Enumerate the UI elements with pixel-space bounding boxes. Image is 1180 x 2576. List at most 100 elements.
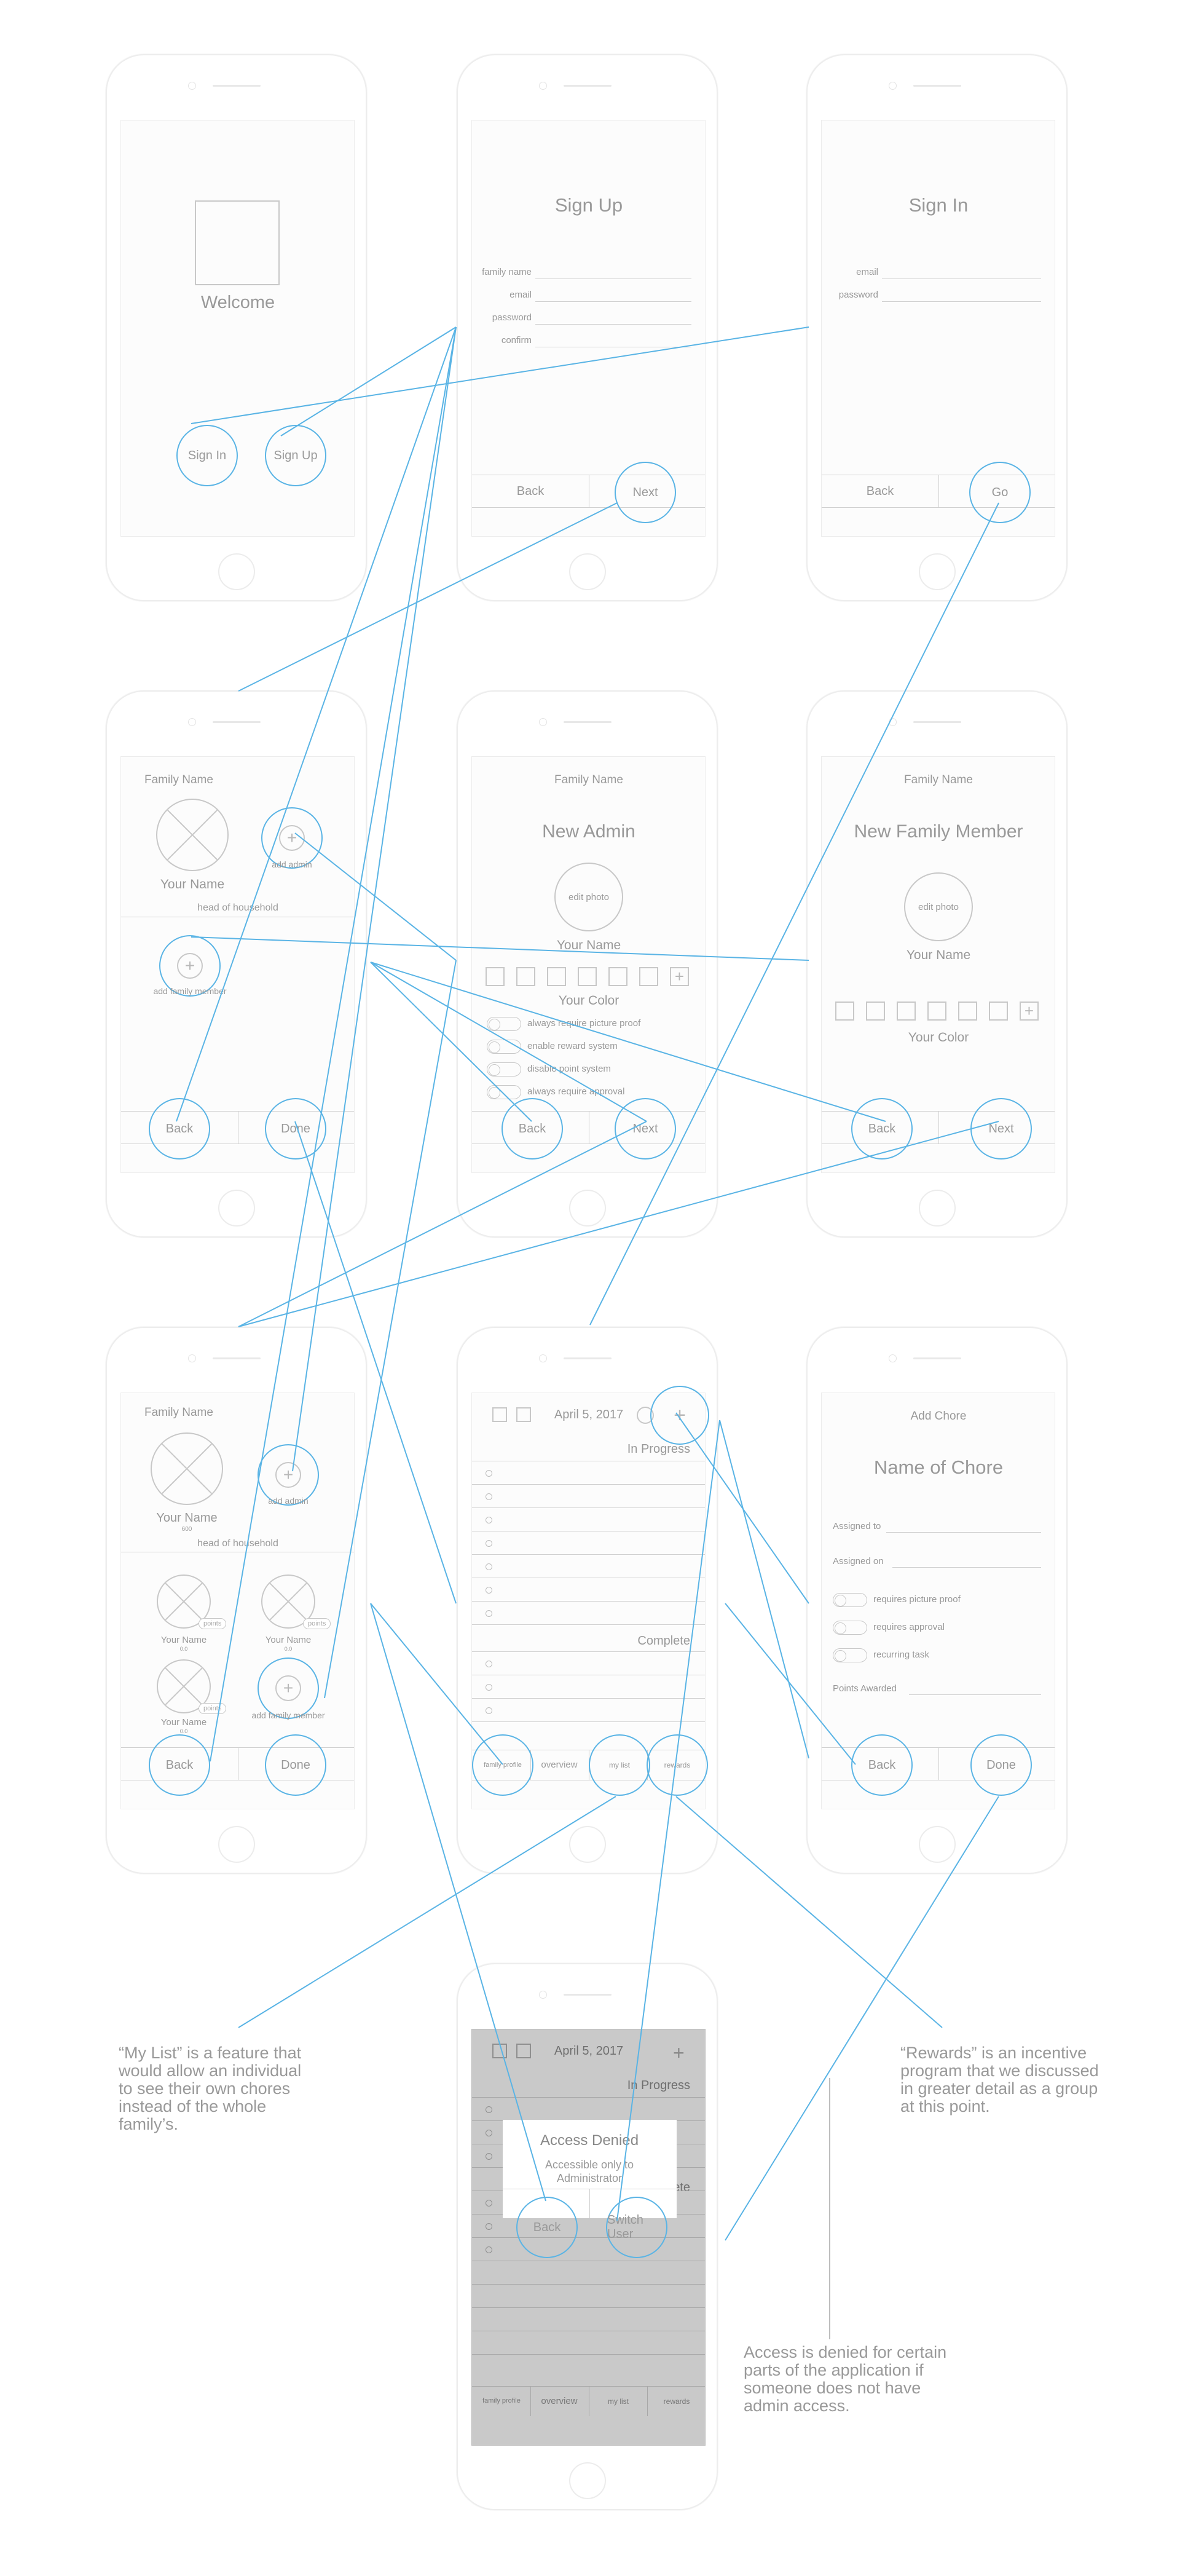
list-divider bbox=[472, 1484, 705, 1485]
task-bullet bbox=[486, 2106, 492, 2113]
family-name-label: Family Name bbox=[554, 773, 623, 786]
assigned-to-input[interactable] bbox=[886, 1532, 1041, 1533]
color-swatch[interactable] bbox=[486, 967, 505, 986]
back-button[interactable]: Back bbox=[866, 484, 894, 498]
next-button[interactable]: Next bbox=[970, 1098, 1032, 1160]
back-button[interactable]: Back bbox=[516, 484, 545, 498]
color-swatch[interactable] bbox=[835, 1002, 854, 1021]
toggle-approval-label: requires approval bbox=[873, 1622, 945, 1632]
color-swatch[interactable] bbox=[578, 967, 597, 986]
note-line: “My List” is a feature that bbox=[119, 2044, 302, 2062]
camera bbox=[539, 718, 547, 726]
edit-photo-button[interactable]: edit photo bbox=[904, 872, 973, 941]
toggle-recurring[interactable] bbox=[833, 1648, 867, 1662]
tab-overview[interactable]: overview bbox=[541, 1760, 578, 1770]
speaker bbox=[913, 721, 961, 723]
sign-up-button[interactable]: Sign Up bbox=[265, 425, 326, 486]
task-bullet[interactable] bbox=[486, 1610, 492, 1617]
camera bbox=[539, 82, 547, 90]
tab-rewards[interactable]: rewards bbox=[647, 1734, 708, 1796]
add-family-member-button[interactable]: + bbox=[258, 1657, 319, 1719]
logo-placeholder bbox=[195, 200, 280, 285]
tab-my-list[interactable]: my list bbox=[589, 1734, 650, 1796]
add-color-icon[interactable]: + bbox=[1020, 1002, 1039, 1021]
task-bullet[interactable] bbox=[486, 1684, 492, 1691]
note-line: would allow an individual bbox=[119, 2061, 302, 2080]
list-divider bbox=[472, 1651, 705, 1652]
add-chore-header: Add Chore bbox=[910, 1410, 967, 1423]
tab-family-profile[interactable]: family profile bbox=[472, 1734, 533, 1796]
edit-photo-label: edit photo bbox=[568, 891, 609, 903]
color-swatch[interactable] bbox=[608, 967, 627, 986]
color-swatch[interactable] bbox=[927, 1002, 946, 1021]
task-bullet[interactable] bbox=[486, 1587, 492, 1594]
avatar-placeholder[interactable] bbox=[151, 1432, 223, 1505]
your-color-label: Your Color bbox=[558, 994, 620, 1008]
back-button[interactable]: Back bbox=[502, 1098, 563, 1160]
done-button[interactable]: Done bbox=[970, 1734, 1032, 1796]
edit-photo-button[interactable]: edit photo bbox=[554, 863, 623, 931]
dialog-back-button[interactable]: Back bbox=[516, 2197, 578, 2258]
your-name-label: Your Name bbox=[160, 877, 225, 891]
toggle-point-system[interactable] bbox=[487, 1062, 521, 1077]
tab-family-profile-label: family profile bbox=[484, 1761, 522, 1769]
field-confirm-label: confirm bbox=[501, 335, 532, 346]
task-bullet[interactable] bbox=[486, 1707, 492, 1714]
speaker bbox=[212, 721, 261, 723]
list-icon[interactable] bbox=[516, 1407, 531, 1422]
color-swatch[interactable] bbox=[639, 967, 658, 986]
dialog-message-line1: Accessible only to bbox=[545, 2159, 634, 2171]
task-bullet[interactable] bbox=[486, 1517, 492, 1523]
back-button[interactable]: Back bbox=[149, 1734, 210, 1796]
back-button[interactable]: Back bbox=[149, 1098, 210, 1160]
toggle-reward-system[interactable] bbox=[487, 1040, 521, 1054]
task-bullet[interactable] bbox=[486, 1493, 492, 1500]
next-button[interactable]: Next bbox=[615, 1098, 676, 1160]
back-button[interactable]: Back bbox=[851, 1734, 913, 1796]
your-color-label: Your Color bbox=[908, 1030, 969, 1045]
back-button[interactable]: Back bbox=[851, 1098, 913, 1160]
done-button[interactable]: Done bbox=[265, 1734, 326, 1796]
note-line: at this point. bbox=[900, 2097, 990, 2116]
task-bullet bbox=[486, 2130, 492, 2136]
list-divider bbox=[472, 2097, 705, 2098]
color-swatch[interactable] bbox=[547, 967, 566, 986]
field-password-label: password bbox=[838, 290, 878, 300]
done-button[interactable]: Done bbox=[265, 1098, 326, 1160]
task-bullet[interactable] bbox=[486, 1563, 492, 1570]
tab-bar-top bbox=[472, 2386, 705, 2387]
avatar-placeholder[interactable] bbox=[156, 799, 229, 871]
color-swatch[interactable] bbox=[866, 1002, 885, 1021]
head-of-household-label: head of household bbox=[197, 903, 278, 913]
color-swatch[interactable] bbox=[516, 967, 535, 986]
toggle-approval[interactable] bbox=[487, 1085, 521, 1099]
points-awarded-input[interactable] bbox=[909, 1694, 1041, 1695]
color-swatch[interactable] bbox=[897, 1002, 916, 1021]
field-email-label: email bbox=[856, 267, 878, 277]
camera bbox=[539, 1991, 547, 1999]
field-password-label: password bbox=[492, 312, 532, 323]
note-line: parts of the application if bbox=[744, 2361, 924, 2379]
toggle-picture-proof[interactable] bbox=[833, 1593, 867, 1607]
field-password-input[interactable] bbox=[535, 324, 691, 325]
add-chore-button[interactable]: + bbox=[650, 1386, 709, 1445]
go-button[interactable]: Go bbox=[969, 462, 1031, 523]
task-bullet[interactable] bbox=[486, 1470, 492, 1477]
toggle-picture-proof[interactable] bbox=[487, 1017, 521, 1031]
field-password-input[interactable] bbox=[882, 301, 1041, 302]
task-bullet[interactable] bbox=[486, 1540, 492, 1547]
switch-user-button[interactable]: Switch User bbox=[606, 2197, 667, 2258]
color-swatch[interactable] bbox=[989, 1002, 1008, 1021]
next-button[interactable]: Next bbox=[615, 462, 676, 523]
assigned-on-input[interactable] bbox=[892, 1567, 1041, 1568]
field-email-input[interactable] bbox=[535, 301, 691, 302]
date-label: April 5, 2017 bbox=[554, 1408, 624, 1421]
toggle-approval[interactable] bbox=[833, 1621, 867, 1635]
sign-in-button[interactable]: Sign In bbox=[176, 425, 238, 486]
task-bullet[interactable] bbox=[486, 1661, 492, 1667]
in-progress-label: In Progress bbox=[627, 2079, 690, 2092]
speaker bbox=[913, 85, 961, 87]
color-swatch[interactable] bbox=[958, 1002, 977, 1021]
calendar-icon[interactable] bbox=[492, 1407, 507, 1422]
add-color-icon[interactable]: + bbox=[670, 967, 689, 986]
